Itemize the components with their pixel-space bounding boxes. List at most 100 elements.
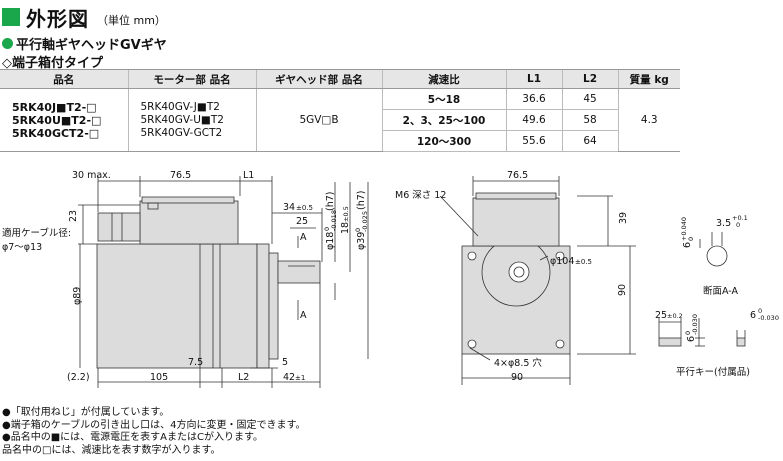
ratio-cell: 5～18 xyxy=(381,88,506,110)
dim-39: 39 xyxy=(618,212,629,224)
note-line: 品名中の□には、減速比を表す数字が入ります。 xyxy=(2,444,221,456)
notes-block: ●「取付用ねじ」が付属しています。 ●端子箱のケーブルの引き出し口は、4方向に変… xyxy=(2,407,306,457)
section-label: 断面A-A xyxy=(703,285,739,297)
key-slot-3-5-tol-upper: +0.1 xyxy=(732,214,748,222)
dim-7-5: 7.5 xyxy=(188,357,203,368)
dim-L2: L2 xyxy=(238,372,249,383)
motor-body xyxy=(96,243,258,369)
product-subtitle: 平行軸ギヤヘッドGVギヤ xyxy=(2,34,167,53)
dim-105: 105 xyxy=(150,372,168,383)
section-A-bottom: A xyxy=(300,310,307,321)
dim-phi89: φ89 xyxy=(72,287,83,305)
ratio-cell: 120～300 xyxy=(381,130,506,152)
unit-note: （単位 mm） xyxy=(97,14,166,27)
dim-phi104-tol: ±0.5 xyxy=(575,258,592,266)
l1-cell: 36.6 xyxy=(505,88,562,110)
table-row: 5RK40J■T2-□ 5RK40U■T2-□ 5RK40GCT2-□ 5RK4… xyxy=(0,88,680,152)
key-length-tol: ±0.2 xyxy=(667,312,683,320)
key-width-tol-lower: -0.030 xyxy=(758,314,779,322)
dim-34: 34 xyxy=(283,202,295,213)
dim-90-vertical: 90 xyxy=(617,284,628,296)
key-width-6: 6 xyxy=(750,310,756,321)
table-row: 2、3、25～100 49.6 58 xyxy=(0,109,680,131)
front-terminal-box xyxy=(472,197,560,247)
mount-holes-note: 4×φ8.5 穴 xyxy=(494,357,542,369)
model-cell: 5RK40J■T2-□ 5RK40U■T2-□ 5RK40GCT2-□ xyxy=(0,88,128,152)
dim-30max: 30 max. xyxy=(72,170,111,181)
dim-shaft-fit: (h7) xyxy=(325,192,336,211)
dim-25: 25 xyxy=(296,216,308,227)
output-shaft xyxy=(277,260,321,284)
parallel-key-label: 平行キー(付属品) xyxy=(676,366,750,378)
terminal-box xyxy=(139,200,239,245)
note-line: ●端子箱のケーブルの引き出し口は、4方向に変更・固定できます。 xyxy=(2,419,306,431)
model-name: 5RK40J■T2-□ xyxy=(12,100,97,114)
l1-cell: 55.6 xyxy=(505,130,562,152)
col-header: L1 xyxy=(505,69,562,89)
key-height-6: 6 xyxy=(686,336,697,342)
dim-23: 23 xyxy=(68,210,79,222)
key-height-tol-upper: 0 xyxy=(684,331,692,335)
dim-18-tol: ±0.5 xyxy=(342,206,350,222)
l2-cell: 58 xyxy=(561,109,618,131)
bullet-dot-icon xyxy=(2,38,13,49)
dim-42-tol: ±1 xyxy=(295,374,305,382)
dim-pilot-tol-upper: 0 xyxy=(354,228,362,232)
col-header: ギヤヘッド部 品名 xyxy=(255,69,382,89)
m6-tap-note: M6 深さ 12 xyxy=(395,190,446,201)
key-slot-3-5: 3.5 xyxy=(716,218,731,229)
table-header-row: 品名 モーター部 品名 ギヤヘッド部 品名 減速比 L1 L2 質量 kg xyxy=(0,69,680,89)
col-header: 品名 xyxy=(0,69,128,89)
ratio-cell: 2、3、25～100 xyxy=(381,109,506,131)
subsection-title: ◇端子箱付タイプ xyxy=(2,56,103,71)
table-row: 120～300 55.6 64 xyxy=(0,130,680,152)
key-slot-6: 6 xyxy=(682,242,693,248)
key-end-view xyxy=(736,337,746,347)
dim-2-2: (2.2) xyxy=(67,372,90,383)
note-line: ●品名中の■には、電源電圧を表すAまたはCが入ります。 xyxy=(2,432,263,443)
gearhead-cell: 5GV□B xyxy=(255,88,382,152)
key-slot-6-tol-lower: 0 xyxy=(687,237,695,241)
dim-pilot-dia: φ39 xyxy=(356,232,367,250)
motor-name: 5RK40GV-J■T2 xyxy=(140,100,220,113)
col-header: L2 xyxy=(561,69,618,89)
cable-gland xyxy=(97,212,141,242)
section-A-top: A xyxy=(300,232,307,243)
model-name: 5RK40GCT2-□ xyxy=(12,126,100,140)
dim-5: 5 xyxy=(282,357,288,368)
dim-76-5: 76.5 xyxy=(170,170,191,181)
note-line: ●「取付用ねじ」が付属しています。 xyxy=(2,407,170,418)
dim-front-76-5: 76.5 xyxy=(507,170,528,181)
dim-34-tol: ±0.5 xyxy=(296,204,313,212)
motor-name: 5RK40GV-GCT2 xyxy=(140,126,223,139)
subtitle-text: 平行軸ギヤヘッドGVギヤ xyxy=(16,38,167,53)
motor-cell: 5RK40GV-J■T2 5RK40GV-U■T2 5RK40GV-GCT2 xyxy=(127,88,256,152)
key-side-view xyxy=(658,337,682,347)
spec-table: 品名 モーター部 品名 ギヤヘッド部 品名 減速比 L1 L2 質量 kg 5R… xyxy=(0,69,680,152)
cable-label: 適用ケーブル径: xyxy=(2,227,71,239)
col-header: 質量 kg xyxy=(617,69,680,89)
l1-cell: 49.6 xyxy=(505,109,562,131)
dim-18: 18 xyxy=(340,222,351,234)
dim-pilot-tol-lower: -0.025 xyxy=(361,211,369,232)
dim-90-horizontal: 90 xyxy=(511,372,523,383)
heading-square-icon xyxy=(2,8,20,26)
page-title: 外形図 xyxy=(26,6,89,31)
col-header: モーター部 品名 xyxy=(127,69,256,89)
key-slot-6-tol-upper: +0.040 xyxy=(680,217,688,241)
dim-shaft-tol-upper: 0 xyxy=(323,227,331,231)
dim-42: 42 xyxy=(283,372,295,383)
key-slot-3-5-tol-lower: 0 xyxy=(736,221,740,229)
l2-cell: 64 xyxy=(561,130,618,152)
mass-cell: 4.3 xyxy=(617,88,680,152)
key-width-tol-upper: 0 xyxy=(758,307,762,315)
l2-cell: 45 xyxy=(561,88,618,110)
motor-name: 5RK40GV-U■T2 xyxy=(140,113,224,126)
dim-pilot-fit: (h7) xyxy=(356,191,367,210)
gearhead-pilot xyxy=(268,252,279,360)
dim-shaft-dia: φ18 xyxy=(325,232,336,250)
gearhead-flange xyxy=(256,243,270,369)
model-name: 5RK40U■T2-□ xyxy=(12,113,102,127)
cable-range: φ7～φ13 xyxy=(2,242,42,253)
